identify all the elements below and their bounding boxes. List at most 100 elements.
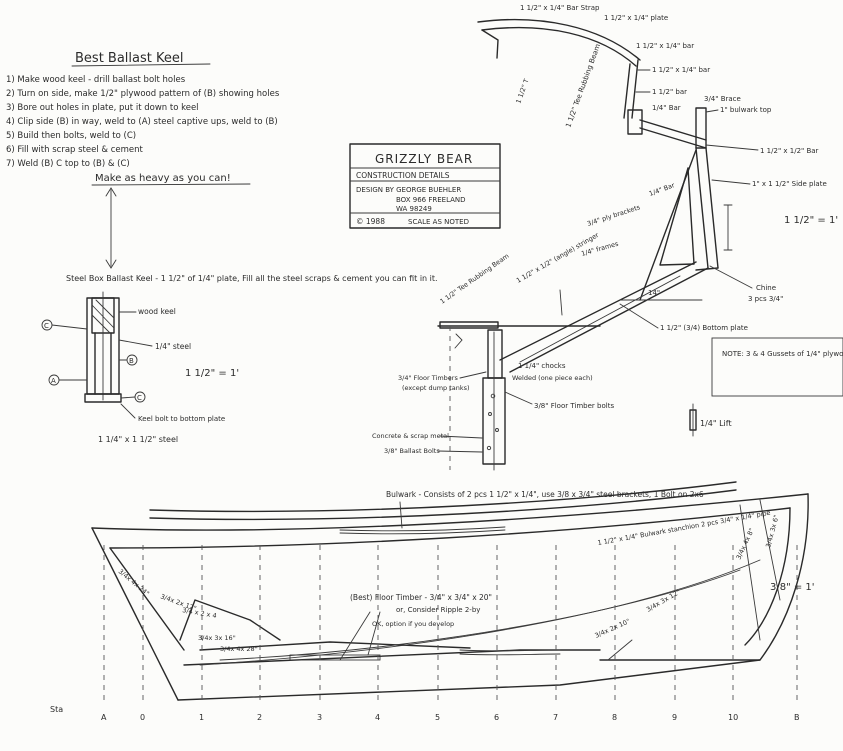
steel-label: 1/4" steel [155,342,191,351]
svg-text:1 1/2" bar: 1 1/2" bar [652,88,687,96]
title-subtitle: CONSTRUCTION DETAILS [356,171,450,180]
station-10: 10 [728,713,738,722]
station-1: 1 [199,713,204,722]
wood-keel-label: wood keel [138,307,176,316]
bottom-plate-outer [509,267,709,373]
station-8: 8 [612,713,617,722]
svg-text:3/4" Floor Timbers: 3/4" Floor Timbers [398,374,458,382]
cabin-top-arc [477,18,641,61]
frame-label-7: 3/4x 4x 8" [735,527,756,561]
keel-step-2: 2) Turn on side, make 1/2" plywood patte… [6,89,280,99]
svg-text:Chine: Chine [756,284,776,292]
frame-label-6: 3/4x 3x 12" [645,588,682,614]
svg-text:1" x 1 1/2" Side plate: 1" x 1 1/2" Side plate [752,180,827,188]
svg-text:1 1/2" = 1': 1 1/2" = 1' [784,215,838,226]
keel-section-note: Steel Box Ballast Keel - 1 1/2" of 1/4" … [66,274,438,283]
sheer-inner [109,507,791,549]
svg-text:B: B [129,357,134,365]
topside-inner [695,147,709,269]
frame-label-1: 3/4x 4x 24" [117,567,151,597]
topside-outer [705,147,719,269]
svg-text:Concrete & scrap metal: Concrete & scrap metal [372,432,449,440]
floor-timber-note: (Best) Floor Timber - 3/4" x 3/4" x 20" [350,593,492,602]
frame-label-2: 3/4x 2x 12" [159,592,197,612]
keel-step-7: 7) Weld (B) C top to (B) & (C) [6,159,130,169]
sheer-line [91,493,809,531]
station-0: 0 [140,713,145,722]
keel-scale: 1 1/2" = 1' [185,368,239,379]
title-scale: SCALE AS NOTED [408,218,469,226]
station-7: 7 [553,713,558,722]
deck-line-2 [639,127,707,149]
bulwark-post [695,107,707,149]
station-lines [103,545,798,705]
svg-text:3/4" ply brackets: 3/4" ply brackets [586,203,642,228]
bulwark-note: Bulwark - Consists of 2 pcs 1 1/2" x 1/4… [386,490,704,499]
keel-step-1: 1) Make wood keel - drill ballast bolt h… [6,75,186,85]
sole-plank [439,321,499,329]
svg-text:1/4" Bar: 1/4" Bar [652,104,681,112]
keel-bottom [177,659,761,701]
svg-text:1 1/2" T: 1 1/2" T [514,78,530,105]
boat-name: GRIZZLY BEAR [375,152,473,166]
copyright: © 1988 [356,217,385,226]
svg-text:1 1/2" x 1/4" Bar Strap: 1 1/2" x 1/4" Bar Strap [520,4,600,12]
svg-text:1 1/2" x 1/2" Bar: 1 1/2" x 1/2" Bar [760,147,819,155]
svg-text:1 1/2" x 1/2" (angle) stringer: 1 1/2" x 1/2" (angle) stringer [515,231,600,285]
stem-outer [599,493,809,661]
keel-step-4: 4) Clip side (B) in way, weld to (A) ste… [6,117,278,127]
station-2: 2 [257,713,262,722]
station-B: B [794,713,800,722]
svg-text:A: A [51,377,56,385]
svg-text:1 1/2" x 1/4" bar: 1 1/2" x 1/4" bar [636,42,694,50]
keel-emphasis: Make as heavy as you can! [95,173,231,184]
svg-text:1" bulwark top: 1" bulwark top [720,106,772,114]
station-5: 5 [435,713,440,722]
midship-labels: 1 1/2" x 1/4" Bar Strap 1 1/2" x 1/4" pl… [372,4,843,455]
frame-label-5: 3/4x 2x 10" [594,617,632,640]
deck-line-1 [639,119,707,141]
note-box [711,337,843,397]
vertical-arrow [105,187,117,269]
svg-text:3 pcs 3/4": 3 pcs 3/4" [748,295,783,303]
svg-text:1 1/4" chocks: 1 1/4" chocks [518,362,566,370]
title-block-frame [349,143,501,229]
station-A: A [101,713,107,722]
station-6: 6 [494,713,499,722]
svg-text:1/4" Lift: 1/4" Lift [700,419,732,428]
station-prefix: Sta [50,705,63,714]
svg-text:14": 14" [648,289,660,297]
designer-line-3: WA 98249 [396,205,432,213]
svg-text:1 1/2" x 1/4" plate: 1 1/2" x 1/4" plate [604,14,668,22]
transom [91,527,179,701]
keel-step-3: 3) Bore out holes in plate, put it down … [6,103,199,113]
designer-line-2: BOX 966 FREELAND [396,196,466,204]
hull-profile [91,481,809,701]
svg-text:3/8" Floor Timber bolts: 3/8" Floor Timber bolts [534,402,614,410]
station-3: 3 [317,713,322,722]
keel-step-5: 5) Build then bolts, weld to (C) [6,131,136,141]
svg-text:(except dump tanks): (except dump tanks) [402,384,470,392]
cabin-side-outer [631,59,639,119]
station-9: 9 [672,713,677,722]
floor-timber-block [289,654,381,661]
svg-text:1 1/2" (3/4) Bottom plate: 1 1/2" (3/4) Bottom plate [660,324,748,332]
bottom-plate-inner [499,261,697,361]
keel-stub [487,329,503,379]
svg-text:3/4" Brace: 3/4" Brace [704,95,741,103]
svg-text:1/4" Bar: 1/4" Bar [648,181,676,198]
emphasis-underline [91,183,251,186]
svg-text:3/8" Ballast Bolts: 3/8" Ballast Bolts [384,447,440,455]
svg-text:Welded (one piece each): Welded (one piece each) [512,374,593,382]
svg-text:C: C [137,394,142,402]
bolt-label: Keel bolt to bottom plate [138,415,225,423]
keel-section-detail: C B A C wood keel 1/4" steel 1 1/2" = 1'… [41,291,239,444]
stern-knee [179,599,281,641]
title-block: GRIZZLY BEAR CONSTRUCTION DETAILS DESIGN… [349,143,501,229]
floor-line [199,641,471,651]
title-underline [71,63,211,67]
floor-timber-sub: or, Consider Ripple 2-by [396,606,480,614]
svg-text:C: C [44,322,49,330]
